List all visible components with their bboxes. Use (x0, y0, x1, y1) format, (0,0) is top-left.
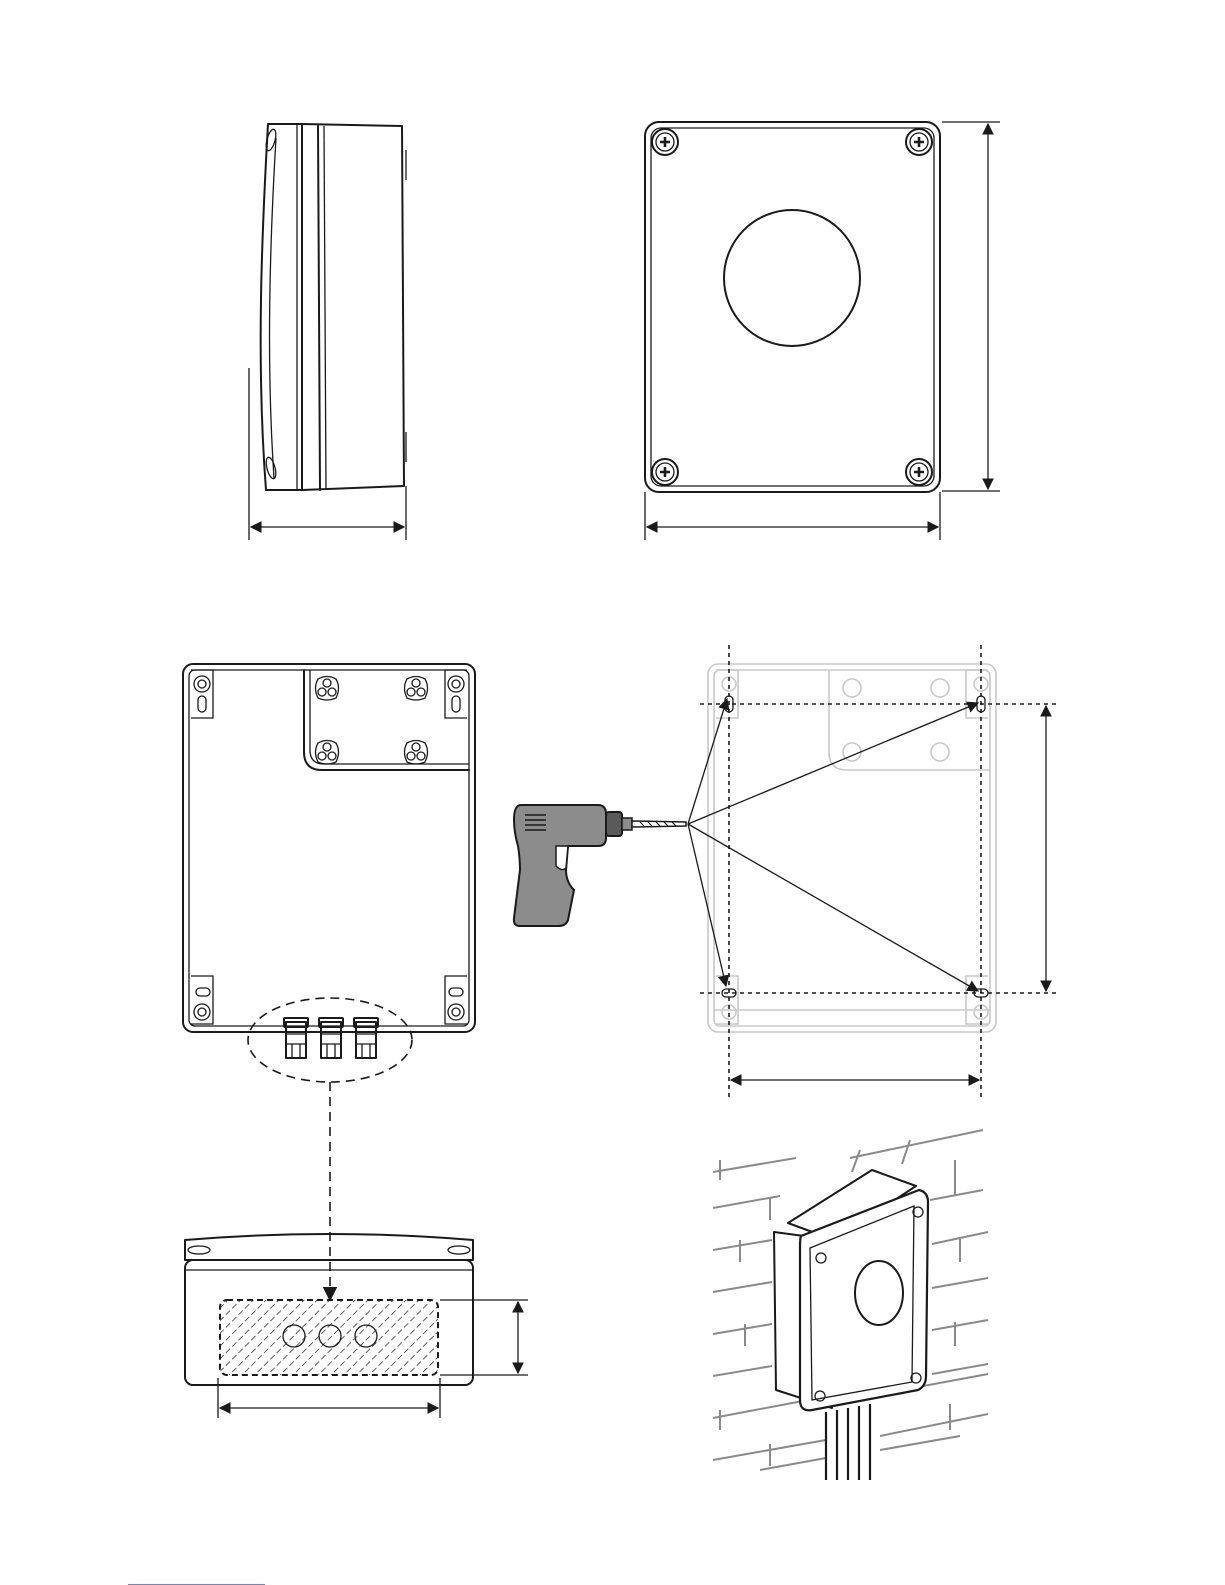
front-window-circle (724, 210, 860, 346)
screw-icon (652, 129, 678, 155)
front-view (645, 122, 940, 492)
wall-mounted-view (774, 1170, 928, 1480)
cable-gland-callout (248, 998, 412, 1082)
drill-icon (514, 805, 686, 926)
back-view (183, 664, 475, 1300)
screw-icon (906, 129, 932, 155)
bottom-view (185, 1234, 473, 1385)
screw-icon (906, 459, 932, 485)
cable-entry-height-dimension (440, 1300, 528, 1375)
screw-icon (652, 459, 678, 485)
drilling-template (700, 645, 1058, 1100)
cable-entry-area (220, 1300, 438, 1375)
cable-gland (284, 1018, 308, 1058)
side-view (261, 124, 406, 490)
front-view-width-dimension (645, 492, 940, 540)
front-view-height-dimension (942, 122, 1000, 491)
cable-gland (319, 1018, 343, 1058)
drill-direction-arrows (688, 699, 978, 991)
cable-gland (354, 1018, 378, 1058)
